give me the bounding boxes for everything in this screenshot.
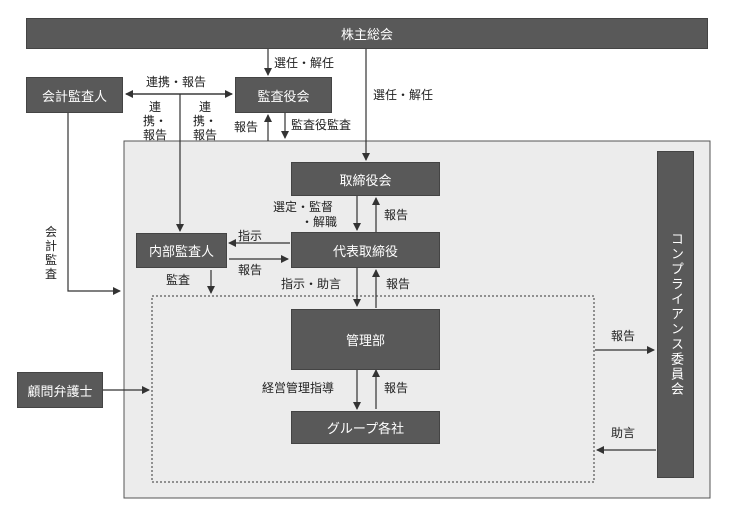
audit-of-directors-label: 監査役監査 (291, 118, 352, 132)
report-audit-label: 報告 (234, 120, 259, 134)
compliance-committee-box: コンプライアンス委員会 (657, 151, 694, 478)
appoint-supervise-label: 選定・監督 (273, 200, 334, 214)
audit-board-label: 監査役会 (257, 89, 310, 105)
select-dismiss-board-label: 選任・解任 (373, 88, 434, 102)
internal-auditor-label: 内部監査人 (148, 245, 214, 260)
audit-board-box: 監査役会 (235, 77, 332, 113)
representative-director-box: 代表取締役 (291, 232, 440, 268)
coop-report-mid-label: 連携・報告 (192, 100, 217, 142)
instruction-label: 指示 (238, 229, 263, 243)
advice-from-compliance-label: 助言 (611, 426, 636, 440)
board-of-directors-box: 取締役会 (291, 162, 440, 196)
accounting-audit-label: 会計監査 (44, 225, 57, 281)
shareholders-meeting-box: 株主総会 (26, 18, 708, 49)
instruct-advise-label: 指示・助言 (281, 277, 342, 291)
report-rep-to-board-label: 報告 (384, 208, 409, 222)
dismiss-label: ・解職 (301, 215, 338, 229)
report-group-label: 報告 (384, 381, 409, 395)
report-mgmt-to-rep-label: 報告 (386, 277, 411, 291)
coop-report-left-label: 連携・報告 (142, 100, 167, 142)
accounting-auditor-label: 会計監査人 (41, 89, 107, 105)
shareholders-meeting-label: 株主総会 (340, 28, 393, 43)
coop-report-top-label: 連携・報告 (146, 75, 207, 89)
legal-counsel-label: 顧問弁護士 (27, 384, 93, 400)
report-ia-label: 報告 (238, 263, 263, 277)
group-scope-area (151, 295, 595, 483)
representative-director-label: 代表取締役 (332, 244, 398, 260)
compliance-committee-label: コンプライアンス委員会 (668, 232, 683, 397)
management-dept-label: 管理部 (345, 334, 385, 349)
internal-auditor-box: 内部監査人 (136, 233, 227, 268)
management-guidance-label: 経営管理指導 (262, 381, 335, 395)
select-dismiss-audit-label: 選任・解任 (274, 56, 335, 70)
accounting-auditor-box: 会計監査人 (26, 77, 123, 113)
group-companies-label: グループ各社 (326, 422, 405, 437)
audit-ia-label: 監査 (166, 273, 191, 287)
legal-counsel-box: 顧問弁護士 (17, 372, 103, 408)
management-dept-box: 管理部 (291, 309, 440, 370)
group-companies-box: グループ各社 (291, 411, 440, 444)
board-of-directors-label: 取締役会 (339, 173, 392, 189)
report-to-compliance-label: 報告 (611, 329, 636, 343)
